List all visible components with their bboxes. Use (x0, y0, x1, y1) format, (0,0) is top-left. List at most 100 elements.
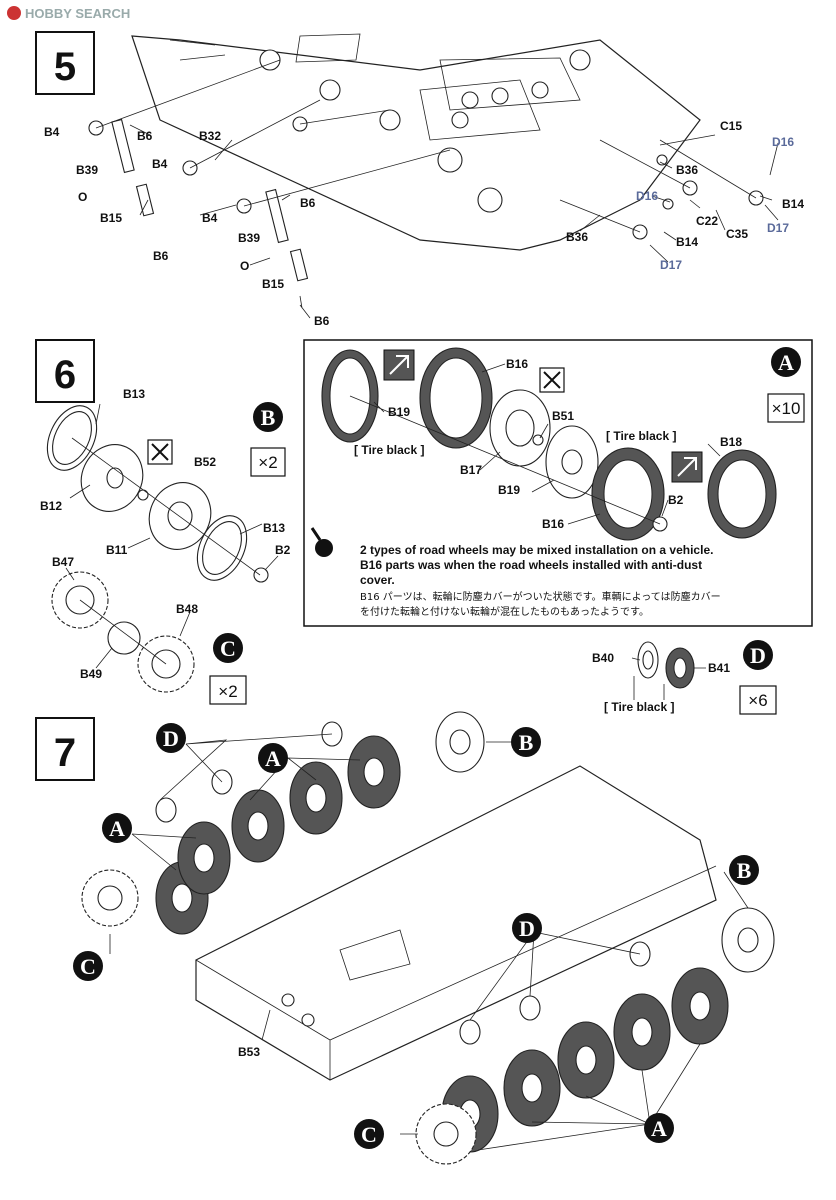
step-6-left-drawing (46, 403, 279, 693)
label-b41: B41 (708, 661, 730, 675)
tire-black-note: [ Tire black ] (606, 429, 676, 443)
step-7-number: 7 (54, 731, 76, 775)
note-en-line-2: B16 parts was when the road wheels insta… (360, 558, 702, 572)
badge-a-letter: A (778, 350, 794, 375)
label-o: O (78, 190, 87, 204)
label-b4: B4 (44, 125, 60, 139)
watermark-text: HOBBY SEARCH (25, 6, 130, 21)
label-b6: B6 (137, 129, 153, 143)
badge-a-letter: A (109, 816, 125, 841)
note-icon (315, 539, 333, 557)
label-d17: D17 (767, 221, 789, 235)
badge-d-letter: D (750, 643, 766, 668)
hobby-search-logo-icon (7, 6, 21, 20)
watermark: HOBBY SEARCH (7, 6, 130, 21)
multiplier-a-box (767, 393, 805, 423)
note-en-line-3: cover. (360, 573, 395, 587)
multiplier-c-box (209, 675, 247, 705)
badge-c (73, 951, 103, 981)
badge-c (213, 633, 243, 663)
step-5-box (35, 31, 95, 95)
step-5-hull-drawing (88, 33, 779, 319)
step-7-box (35, 717, 95, 781)
tire-black-note: [ Tire black ] (604, 700, 674, 714)
label-c22: C22 (696, 214, 718, 228)
tire-black-note: [ Tire black ] (354, 443, 424, 457)
step-5-number: 5 (54, 45, 76, 89)
label-b52: B52 (194, 455, 216, 469)
step-6-box (35, 339, 95, 403)
badge-a-letter: A (265, 746, 281, 771)
note-en-line-1: 2 types of road wheels may be mixed inst… (360, 543, 713, 557)
label-b36: B36 (566, 230, 588, 244)
step-5: 5 B4 B6 B32 B39 (35, 31, 804, 328)
label-b14: B14 (782, 197, 804, 211)
multiplier-c: ×2 (218, 682, 237, 701)
badge-a (644, 1113, 674, 1143)
label-b36: B36 (676, 163, 698, 177)
label-b11: B11 (106, 543, 128, 557)
badge-b (729, 855, 759, 885)
label-b6: B6 (153, 249, 169, 263)
label-c35: C35 (726, 227, 748, 241)
label-o: O (240, 259, 249, 273)
badge-b-letter: B (261, 405, 276, 430)
label-b32: B32 (199, 129, 221, 143)
panel-label-b16: B16 (542, 517, 564, 531)
label-b53: B53 (238, 1045, 260, 1059)
label-b13: B13 (123, 387, 145, 401)
panel-label-b19: B18 (720, 435, 742, 449)
step-6: 6 B13 B52 B12 B11 B13 (35, 339, 813, 715)
note-jp-line-1: B16 パーツは、転輪に防塵カバーがついた状態です。車輌によっては防塵カバー (360, 590, 721, 603)
badge-d (512, 913, 542, 943)
panel-label-b51: B51 (552, 409, 574, 423)
label-b39: B39 (76, 163, 98, 177)
label-b15: B15 (262, 277, 284, 291)
panel-label-b19: B19 (388, 405, 410, 419)
badge-b-letter: B (737, 858, 752, 883)
step-6-number: 6 (54, 353, 76, 397)
badge-c-letter: C (80, 954, 96, 979)
panel-label-b16: B16 (506, 357, 528, 371)
badge-d-letter: D (519, 916, 535, 941)
road-wheel-panel-drawing (310, 347, 777, 557)
label-b15: B15 (100, 211, 122, 225)
panel-label-b2: B2 (668, 493, 684, 507)
badge-a (771, 347, 801, 377)
label-b14: B14 (676, 235, 698, 249)
road-wheel-panel: B16 B19 B51 B17 B18 B19 B2 B16 [ Tire bl… (303, 339, 813, 627)
badge-a (102, 813, 132, 843)
badge-b-letter: B (519, 730, 534, 755)
badge-c (354, 1119, 384, 1149)
label-d16: D16 (636, 189, 658, 203)
label-b2: B2 (275, 543, 291, 557)
badge-a-letter: A (651, 1116, 667, 1141)
badge-b (253, 402, 283, 432)
note-jp-line-2: を付けた転輪と付けない転輪が混在したものもあったようです。 (360, 605, 649, 618)
multiplier-d-box (739, 685, 777, 715)
label-b13: B13 (263, 521, 285, 535)
step-7-hull-drawing (81, 711, 775, 1165)
panel-label-b17: B17 (460, 463, 482, 477)
label-b6: B6 (314, 314, 330, 328)
d-wheel-drawing (631, 641, 706, 700)
label-b6: B6 (300, 196, 316, 210)
label-b49: B49 (80, 667, 102, 681)
badge-d (743, 640, 773, 670)
label-b39: B39 (238, 231, 260, 245)
multiplier-d: ×6 (748, 691, 767, 710)
multiplier-a: ×10 (772, 399, 801, 418)
badge-c-letter: C (220, 636, 236, 661)
multiplier-b-box (250, 447, 286, 477)
badge-b (511, 727, 541, 757)
badge-c-letter: C (361, 1122, 377, 1147)
label-b12: B12 (40, 499, 62, 513)
panel-label-b18: B19 (498, 483, 520, 497)
step-7: 7 (35, 711, 775, 1165)
label-c15: C15 (720, 119, 742, 133)
label-b4: B4 (202, 211, 218, 225)
label-b47: B47 (52, 555, 74, 569)
label-d16: D16 (772, 135, 794, 149)
label-d17: D17 (660, 258, 682, 272)
